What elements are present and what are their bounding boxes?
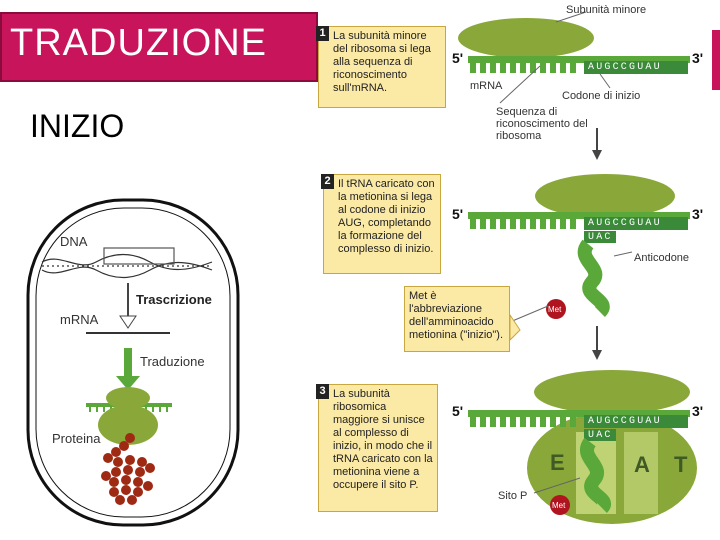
step1-recognition-label: Sequenza di riconoscimento del ribosoma <box>496 106 588 142</box>
translation-arrowhead <box>116 376 140 390</box>
step1-callout: 1 La subunità minore del ribosoma si leg… <box>316 26 446 108</box>
cell-ribosome-large <box>98 405 158 445</box>
step1-small-subunit-label: Subunità minore <box>566 4 647 16</box>
step2-text: Il tRNA caricato con la metionina si leg… <box>338 178 435 255</box>
step3-site-t: T <box>674 452 688 477</box>
overview-protein-label: Proteina <box>52 431 101 446</box>
step3-a-site <box>624 432 658 514</box>
cell-inner-outline <box>35 207 231 518</box>
step3-anticodon: UAC <box>588 430 613 441</box>
step2-trna <box>577 239 610 317</box>
step3-psite-pointer <box>533 477 581 494</box>
step1-codon-block <box>584 61 688 74</box>
translation-arrow-body <box>124 348 132 378</box>
step2-anticodon-label: Anticodone <box>634 252 690 264</box>
step3-callout: 3 La subunità ribosomica maggiore si uni… <box>316 384 438 512</box>
step1-startcodon-pointer <box>599 73 611 89</box>
step1-text: La subunità minore del ribosoma si lega … <box>333 30 431 94</box>
step3-site-a: A <box>634 452 650 477</box>
step2-small-subunit <box>535 174 675 218</box>
step3-mrna-teeth <box>470 417 576 427</box>
step2-codons: AUGCCGUAU <box>588 218 662 229</box>
step1-mrna-backbone <box>468 56 690 63</box>
step1-number: 1 <box>316 26 329 41</box>
dna-helix <box>41 247 213 279</box>
step2-three-prime: 3' <box>692 206 704 222</box>
overview-dna-label: DNA <box>60 234 88 249</box>
step3-anticodon-block <box>584 429 616 441</box>
step2-anticodon: UAC <box>588 232 613 243</box>
step1-subunit-pointer <box>555 11 587 23</box>
step3-met-ball <box>550 495 570 515</box>
step1-codons: AUGCCGUAU <box>588 62 662 73</box>
step3-trna <box>580 437 612 513</box>
step2-codon-block <box>584 217 688 230</box>
protein-chain <box>101 433 155 505</box>
step3-site-e: E <box>550 450 565 475</box>
title-banner <box>0 12 318 82</box>
transcription-arrowhead <box>119 315 137 329</box>
step3-five-prime: 5' <box>452 403 464 419</box>
step2-anticodon-pointer <box>613 251 633 257</box>
step3-small-subunit <box>534 370 690 414</box>
step1-small-subunit <box>458 18 594 58</box>
step1-five-prime: 5' <box>452 50 464 66</box>
step2-mrna-backbone <box>468 212 690 219</box>
step1-recognition-pointer <box>499 65 541 104</box>
cell-ribosome-small <box>106 387 150 409</box>
step3-codon-block <box>584 415 688 428</box>
step3-text: La subunità ribosomica maggiore si unisc… <box>333 388 433 491</box>
step2-five-prime: 5' <box>452 206 464 222</box>
step3-number: 3 <box>316 384 329 399</box>
page-title: TRADUZIONE <box>10 22 267 64</box>
step3-site-p-label: Sito P <box>498 490 528 502</box>
cell-outline <box>26 198 240 527</box>
step2-mrna-teeth <box>470 219 576 229</box>
step3-three-prime: 3' <box>692 403 704 419</box>
step2-callout: 2 Il tRNA caricato con la metionina si l… <box>321 174 441 274</box>
step1-mrna-label: mRNA <box>470 80 503 92</box>
met-note-callout: Met è l'abbreviazione dell'amminoacido m… <box>404 286 510 352</box>
met-note-text: Met è l'abbreviazione dell'amminoacido m… <box>409 290 504 341</box>
step1-mrna-teeth <box>470 63 576 73</box>
overview-translation-label: Traduzione <box>140 354 205 369</box>
step2-anticodon-block <box>584 231 616 243</box>
step1-start-codon-label: Codone di inizio <box>562 90 641 102</box>
step2-met-ball <box>546 299 566 319</box>
overview-transcription-label: Trascrizione <box>136 292 212 307</box>
overview-mrna-label: mRNA <box>60 312 99 327</box>
step1-three-prime: 3' <box>692 50 704 66</box>
step2-number: 2 <box>321 174 334 189</box>
step3-met-label: Met <box>552 501 566 510</box>
edge-tab <box>712 30 720 90</box>
step3-codons: AUGCCGUAU <box>588 416 662 427</box>
step2-met-label: Met <box>548 305 562 314</box>
step3-mrna-backbone <box>468 410 690 417</box>
page-subtitle: INIZIO <box>30 108 125 144</box>
step2-met-pointer <box>509 305 549 323</box>
